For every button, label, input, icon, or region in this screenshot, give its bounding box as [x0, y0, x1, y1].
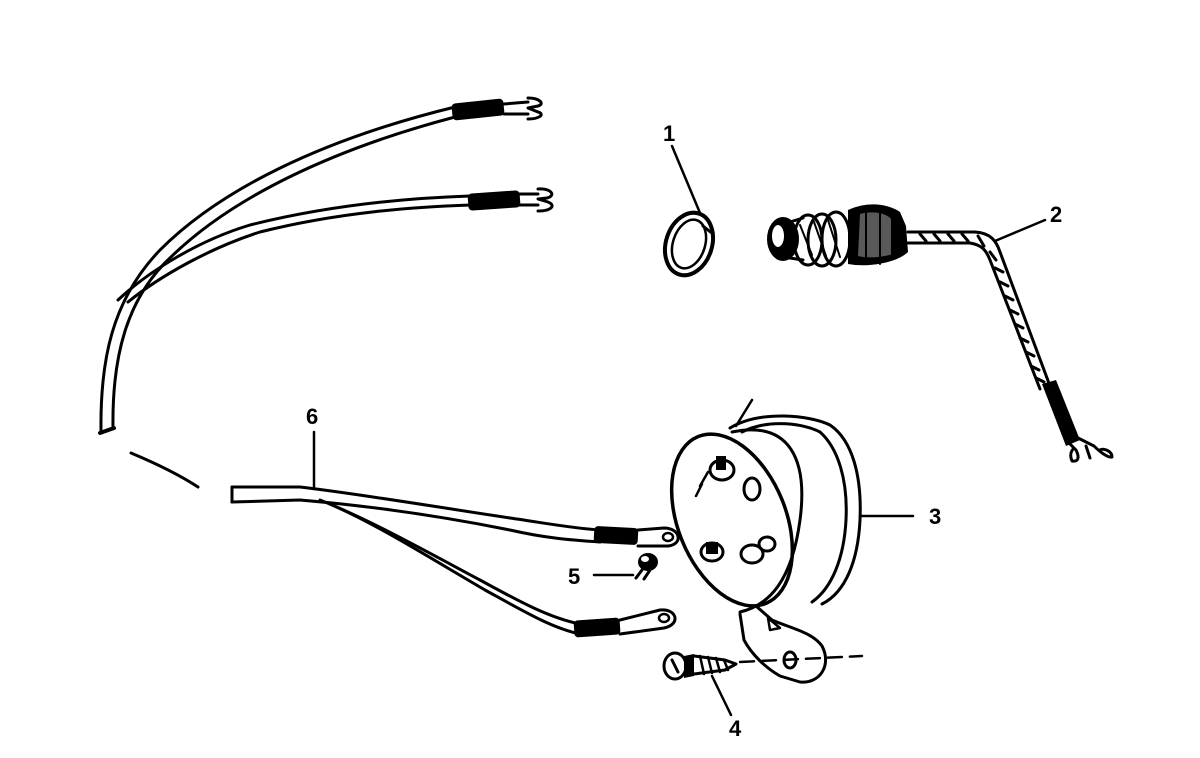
mounting-bracket — [738, 604, 828, 684]
terminal-stud-top — [694, 456, 736, 498]
harness-terminal-lower — [573, 608, 677, 638]
gauge-housing — [669, 398, 862, 684]
wiring-harness — [230, 485, 680, 638]
center-hole — [742, 476, 762, 502]
lamp-socket-lead — [906, 230, 1114, 463]
callout-4: 4 — [729, 716, 742, 741]
upper-terminal-1 — [451, 96, 543, 121]
upper-harness-wires — [98, 105, 472, 435]
callout-6: 6 — [306, 404, 318, 429]
callout-1: 1 — [663, 121, 675, 146]
terminal-stud-bottom — [699, 541, 725, 563]
mounting-screw — [662, 651, 864, 681]
callout-2: 2 — [1050, 202, 1062, 227]
leader-lines — [312, 144, 1047, 717]
retaining-ring — [662, 210, 716, 278]
terminal-screw — [634, 553, 658, 581]
lamp-socket — [767, 204, 908, 268]
upper-terminal-2 — [467, 187, 554, 213]
terminal-stud-right — [739, 535, 777, 565]
harness-break-line — [129, 451, 200, 489]
callout-3: 3 — [929, 504, 941, 529]
harness-terminal-upper — [593, 526, 680, 548]
callout-5: 5 — [568, 564, 580, 589]
